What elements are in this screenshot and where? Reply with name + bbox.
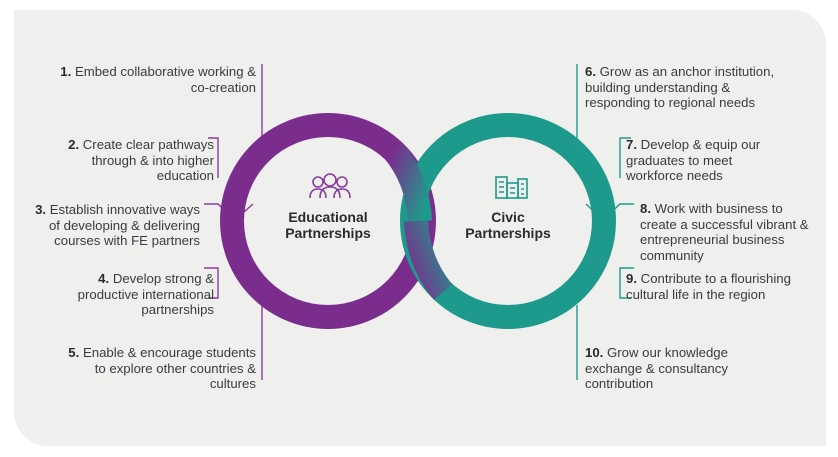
- educational-title-line2: Partnerships: [285, 225, 371, 241]
- item-text: Develop & equip our graduates to meet wo…: [626, 137, 761, 183]
- civic-item-6: 6. Grow as an anchor institution, buildi…: [585, 64, 787, 111]
- civic-title: Civic Partnerships: [448, 209, 568, 241]
- civic-item-9: 9. Contribute to a flourishing cultural …: [626, 271, 796, 302]
- item-number: 2.: [68, 137, 80, 152]
- item-number: 10.: [585, 345, 604, 360]
- civic-title-line2: Partnerships: [465, 225, 551, 241]
- civic-item-7: 7. Develop & equip our graduates to meet…: [626, 137, 786, 184]
- item-number: 1.: [60, 64, 72, 79]
- connector-2: [208, 137, 219, 178]
- item-text: Enable & encourage students to explore o…: [82, 345, 256, 391]
- item-text: Work with business to create a successfu…: [640, 201, 809, 263]
- item-text: Establish innovative ways of developing …: [48, 202, 200, 248]
- educational-item-2: 2. Create clear pathways through & into …: [46, 137, 214, 184]
- item-number: 3.: [35, 202, 47, 217]
- educational-item-1: 1. Embed collaborative working & co-crea…: [60, 64, 256, 95]
- item-text: Create clear pathways through & into hig…: [82, 137, 214, 183]
- item-number: 6.: [585, 64, 596, 79]
- item-text: Embed collaborative working & co-creatio…: [74, 64, 256, 95]
- item-number: 7.: [626, 137, 637, 152]
- item-number: 5.: [68, 345, 80, 360]
- item-number: 4.: [98, 271, 110, 286]
- educational-item-4: 4. Develop strong & productive internati…: [40, 271, 214, 318]
- civic-title-line1: Civic: [491, 209, 525, 225]
- educational-title-line1: Educational: [288, 209, 368, 225]
- educational-item-3: 3. Establish innovative ways of developi…: [30, 202, 200, 249]
- item-number: 8.: [640, 201, 651, 216]
- item-text: Contribute to a flourishing cultural lif…: [626, 271, 791, 302]
- item-text: Grow as an anchor institution, building …: [585, 64, 775, 110]
- crossover-top: [383, 142, 432, 222]
- civic-item-10: 10. Grow our knowledge exchange & consul…: [585, 345, 757, 392]
- educational-title: Educational Partnerships: [268, 209, 388, 241]
- buildings-icon: [495, 176, 528, 199]
- people-group-icon: [309, 173, 351, 199]
- item-text: Grow our knowledge exchange & consultanc…: [585, 345, 728, 391]
- educational-item-5: 5. Enable & encourage students to explor…: [60, 345, 256, 392]
- connector-9: [619, 267, 634, 299]
- item-number: 9.: [626, 271, 637, 286]
- crossover-bottom: [404, 220, 453, 300]
- connector-7: [619, 137, 631, 178]
- civic-item-8: 8. Work with business to create a succes…: [640, 201, 810, 263]
- connector-4: [204, 267, 219, 299]
- item-text: Develop strong & productive internationa…: [77, 271, 214, 317]
- civic-connectors: [576, 64, 634, 380]
